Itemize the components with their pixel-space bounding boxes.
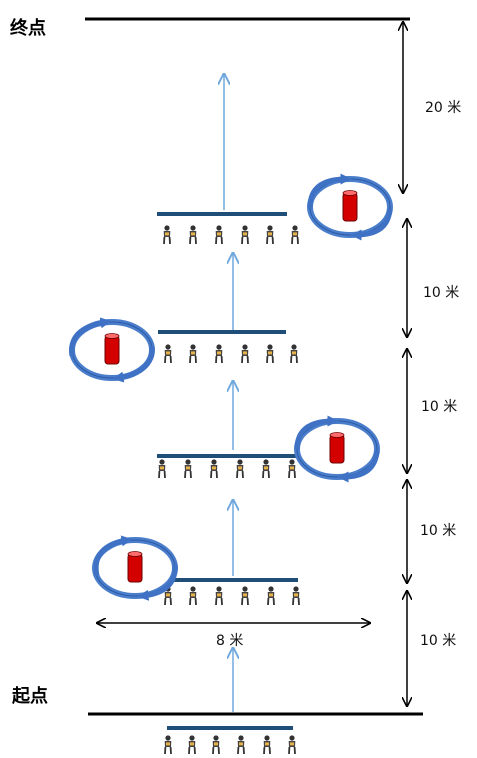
bar [158,330,286,334]
stage-start [163,726,297,755]
start-label: 起点 [11,685,48,707]
dim-label-10-a: 10 米 [423,285,459,301]
dim-label-10-b: 10 米 [421,399,457,415]
width-label: 8 米 [216,633,243,649]
bar [167,726,293,730]
team-row [157,458,297,479]
bar [157,212,287,216]
team-row [163,343,299,364]
rotation-icon [310,173,390,241]
stage-2 [157,415,377,483]
bar [163,578,298,582]
stage-1 [95,535,301,606]
team-row [162,224,300,245]
rotation-icon [297,415,377,483]
stage-3 [72,317,299,383]
stage-4 [157,173,390,245]
dim-label-20: 20 米 [425,100,461,116]
end-label: 终点 [10,17,46,39]
dim-label-10-d: 10 米 [420,633,456,649]
rotation-icon [95,535,175,601]
team-row [163,585,301,606]
rotation-icon [72,317,152,383]
team-row [163,734,297,755]
dim-label-10-c: 10 米 [420,523,456,539]
bar [157,454,300,458]
